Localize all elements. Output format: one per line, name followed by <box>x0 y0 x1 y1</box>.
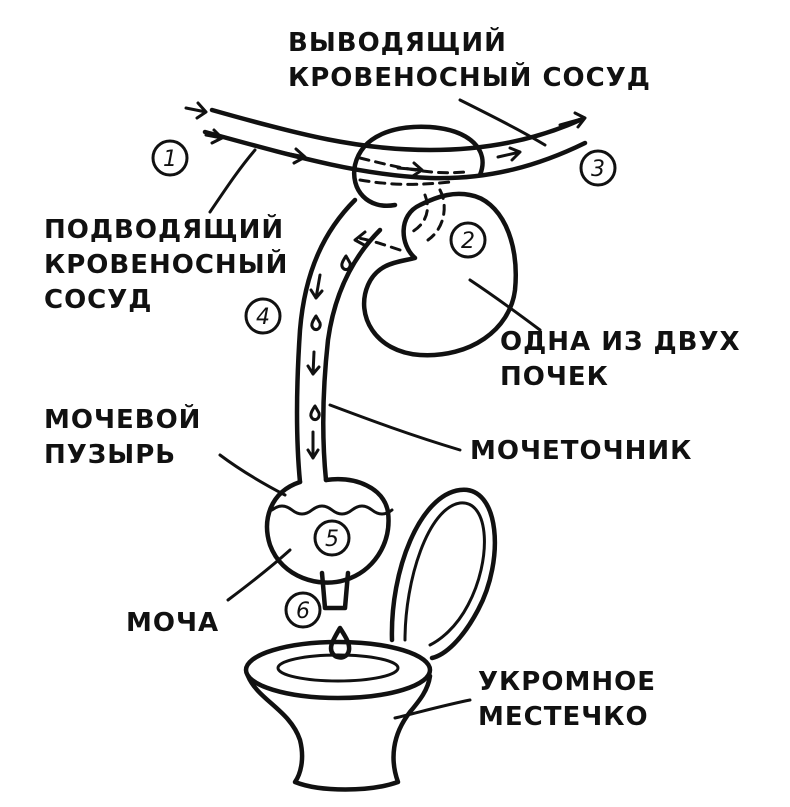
step-3-marker: 3 <box>579 149 617 187</box>
leader-lines <box>208 98 547 720</box>
step-6-marker: 6 <box>284 591 322 629</box>
svg-text:6: 6 <box>296 599 310 624</box>
label-urine: МОЧА <box>126 608 220 638</box>
label-incoming-vessel: ПОДВОДЯЩИЙ КРОВЕНОСНЫЙ СОСУД <box>44 215 289 315</box>
svg-text:2: 2 <box>461 229 475 254</box>
label-outgoing-vessel: ВЫВОДЯЩИЙ КРОВЕНОСНЫЙ СОСУД <box>288 28 651 93</box>
svg-text:3: 3 <box>591 157 605 182</box>
svg-text:4: 4 <box>256 305 270 330</box>
svg-text:5: 5 <box>325 527 339 552</box>
step-2-marker: 2 <box>449 221 487 259</box>
blood-vessel <box>202 107 588 181</box>
svg-text:1: 1 <box>163 147 177 172</box>
step-5-marker: 5 <box>313 519 351 557</box>
toilet-shape <box>243 487 498 792</box>
step-1-marker: 1 <box>151 139 189 177</box>
step-4-marker: 4 <box>244 297 282 335</box>
ureter-drops <box>306 254 352 460</box>
label-ureter: МОЧЕТОЧНИК <box>470 436 693 466</box>
vessel-flow-arrows <box>184 101 587 178</box>
kidney-shape <box>351 124 518 358</box>
kidney-filter-flow <box>353 156 467 252</box>
step-markers: 1 2 3 4 5 6 <box>151 139 617 629</box>
ureter-tube <box>294 197 383 485</box>
bladder-shape <box>264 477 394 611</box>
label-bladder: МОЧЕВОЙ ПУЗЫРЬ <box>44 405 202 470</box>
label-toilet: УКРОМНОЕ МЕСТЕЧКО <box>478 667 656 732</box>
label-kidney: ОДНА ИЗ ДВУХ ПОЧЕК <box>500 327 741 392</box>
